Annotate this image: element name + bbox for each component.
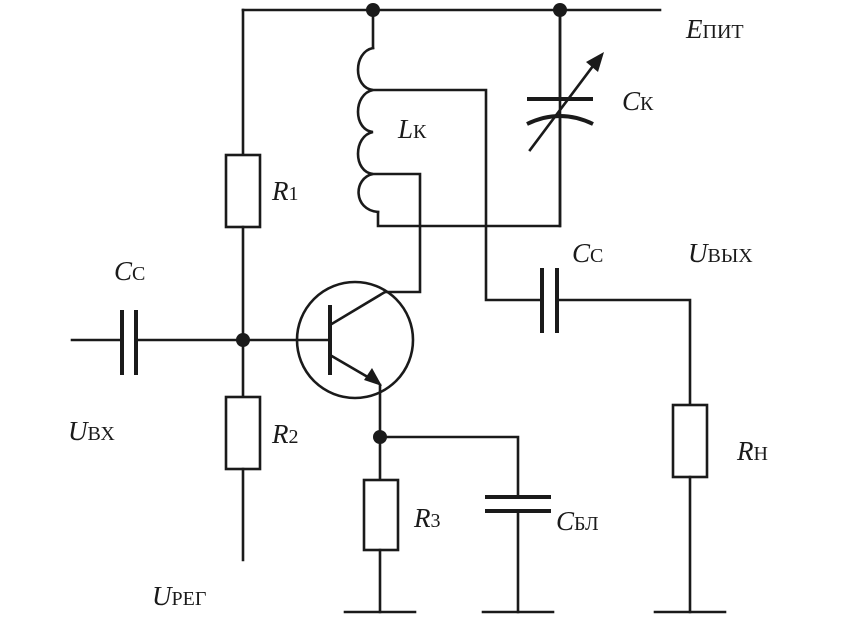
output-stage <box>540 268 727 614</box>
transistor <box>295 280 415 482</box>
tank-inductor <box>356 8 562 302</box>
label-r2: R2 <box>271 419 299 449</box>
label-supply: EПИТ <box>685 14 744 44</box>
junction-dots <box>236 3 567 444</box>
label-r3: R3 <box>413 503 441 533</box>
bias-branch <box>224 8 262 562</box>
resistor-r3 <box>362 478 400 552</box>
input-stage <box>70 310 332 375</box>
label-output-cap: CС <box>572 238 603 268</box>
label-u-in: UВХ <box>68 416 115 446</box>
resistor-r1 <box>224 153 262 229</box>
label-input-cap: CС <box>114 256 145 286</box>
label-rload: RН <box>736 436 768 466</box>
tuning-arrow <box>528 60 598 152</box>
label-tuning-cap: CК <box>622 86 654 116</box>
tuning-capacitor <box>526 8 604 228</box>
labels: EПИТ LК CК R1 R2 R3 RН CС CС CБЛ UВХ <box>68 14 768 611</box>
label-bypass-cap: CБЛ <box>556 506 599 536</box>
label-u-out: UВЫХ <box>688 238 753 268</box>
label-u-reg: UРЕГ <box>152 581 206 611</box>
emitter-branch <box>343 435 555 614</box>
label-r1: R1 <box>271 176 299 206</box>
resistor-rload <box>671 403 709 479</box>
inductor-coil <box>356 46 380 214</box>
resistor-r2 <box>224 395 262 471</box>
label-inductor: LК <box>397 114 427 144</box>
